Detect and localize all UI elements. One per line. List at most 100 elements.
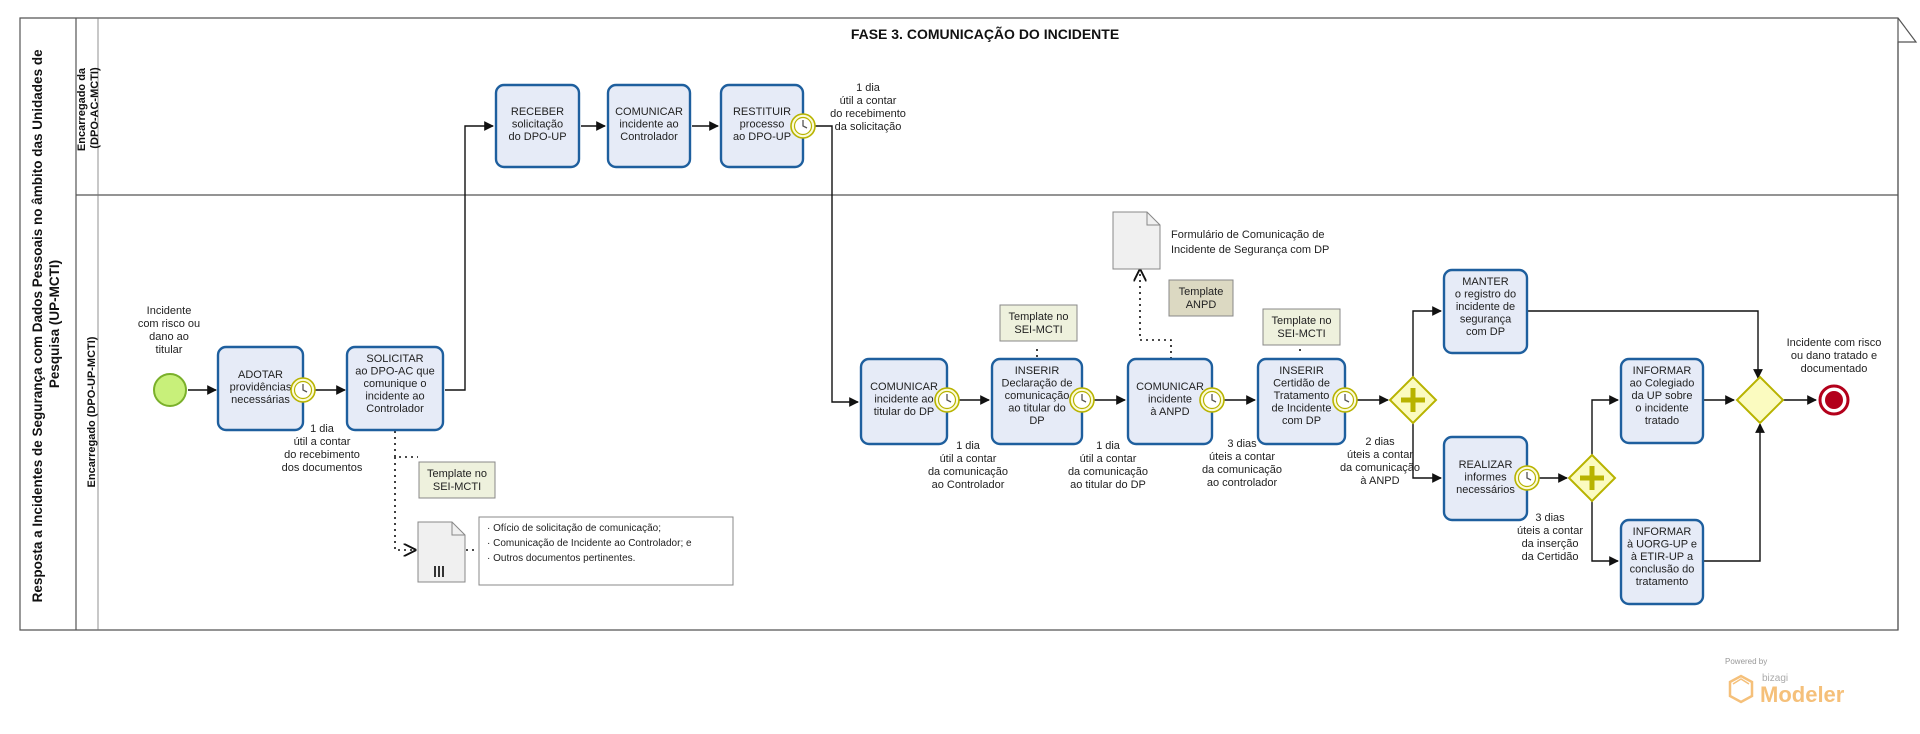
- task-label-line: COMUNICAR: [1136, 381, 1204, 393]
- end-event-label-line: Incidente com risco: [1787, 337, 1882, 349]
- task-label-line: incidente ao: [365, 391, 424, 403]
- task-label-line: RECEBER: [511, 106, 564, 118]
- task-label-line: Controlador: [620, 131, 678, 143]
- start-event-label-line: Incidente: [147, 305, 192, 317]
- task-label-line: à ETIR-UP a: [1631, 551, 1694, 563]
- timer-icon-realizar: [1514, 465, 1540, 491]
- task-label-line: do DPO-UP: [508, 131, 566, 143]
- task-label-line: INFORMAR: [1633, 526, 1692, 538]
- timer-label-line: 3 dias: [1227, 438, 1257, 450]
- task-label-line: COMUNICAR: [615, 106, 683, 118]
- task-label-line: MANTER: [1462, 276, 1509, 288]
- timer-label-line: 1 dia: [856, 82, 881, 94]
- end-event-label-line: ou dano tratado e: [1791, 350, 1877, 362]
- task-label-line: titular do DP: [874, 406, 935, 418]
- timer-label-line: 1 dia: [310, 423, 335, 435]
- task-label-line: providências: [230, 382, 292, 394]
- svg-text:· Ofício de solicitação de com: · Ofício de solicitação de comunicação; ·…: [487, 523, 692, 564]
- timer-icon-restituir: [790, 113, 816, 139]
- timer-label-line: do recebimento: [830, 108, 906, 120]
- artifact-label-line: Formulário de Comunicação de: [1171, 229, 1324, 241]
- sequence-flows: [188, 121, 1817, 566]
- pool: [19, 17, 1918, 631]
- documents-list-item: · Outros documentos pertinentes.: [487, 553, 635, 564]
- exclusive-gateway[interactable]: [1735, 375, 1785, 425]
- timer-label-line: útil a contar: [1080, 453, 1137, 465]
- timer-label-line: do recebimento: [284, 449, 360, 461]
- task-label-line: tratado: [1645, 415, 1679, 427]
- task-label-line: à ANPD: [1150, 406, 1189, 418]
- task-label-line: necessárias: [231, 394, 290, 406]
- start-event-label-line: titular: [156, 344, 183, 356]
- task-label-line: DP: [1029, 415, 1044, 427]
- timer-label-line: úteis a contar: [1209, 451, 1275, 463]
- task-label-line: Certidão de: [1273, 378, 1330, 390]
- lane-top-label: Encarregado da (DPO-AC-MCTI): [76, 65, 101, 151]
- annotation-documents: · Ofício de solicitação de comunicação; ·…: [478, 516, 734, 586]
- task-label-line: processo: [740, 119, 785, 131]
- task-label-line: incidente de: [1456, 301, 1515, 313]
- svg-text:bizagi: bizagi: [1762, 673, 1788, 684]
- task-label-line: ao DPO-AC que: [355, 366, 434, 378]
- timer-label-line: 1 dia: [956, 440, 981, 452]
- task-label-line: da UP sobre: [1632, 390, 1693, 402]
- task-label-line: ao titular do: [1008, 403, 1065, 415]
- document-icon-oficios: [417, 521, 466, 583]
- template-label-line: Template: [1179, 286, 1224, 298]
- end-event[interactable]: [1818, 384, 1850, 416]
- timer-label-line: úteis a contar: [1517, 525, 1583, 537]
- task-label-line: ADOTAR: [238, 369, 283, 381]
- start-event-label-line: com risco ou: [138, 318, 200, 330]
- task-label-line: incidente ao: [874, 394, 933, 406]
- task-label-line: ao DPO-UP: [733, 131, 791, 143]
- start-event[interactable]: [153, 373, 187, 407]
- timer-label-line: da solicitação: [835, 121, 902, 133]
- task-label-line: conclusão do: [1630, 564, 1695, 576]
- timer-icon-comunicar-titular: [934, 387, 960, 413]
- timer-label-line: ao titular do DP: [1070, 479, 1146, 491]
- task-label-line: RESTITUIR: [733, 106, 791, 118]
- parallel-gateway-2[interactable]: [1567, 453, 1617, 503]
- task-label-line: necessários: [1456, 484, 1515, 496]
- timer-label-line: da comunicação: [1340, 462, 1420, 474]
- task-label-line: informes: [1464, 472, 1507, 484]
- timer-label-line: da Certidão: [1522, 551, 1579, 563]
- timer-label-line: da inserção: [1522, 538, 1579, 550]
- documents-list-item: · Ofício de solicitação de comunicação;: [487, 523, 661, 534]
- timer-label-line: ao controlador: [1207, 477, 1278, 489]
- task-label-line: o incidente: [1635, 403, 1688, 415]
- timer-label-line: da comunicação: [928, 466, 1008, 478]
- timer-label-line: à ANPD: [1360, 475, 1399, 487]
- parallel-gateway-1[interactable]: [1388, 375, 1438, 425]
- phase-title: FASE 3. COMUNICAÇÃO DO INCIDENTE: [851, 25, 1119, 42]
- task-label-line: incidente ao: [619, 119, 678, 131]
- timer-events: [290, 113, 1540, 491]
- artifact-label-line: Incidente de Segurança com DP: [1171, 244, 1329, 256]
- timer-label-line: útil a contar: [940, 453, 997, 465]
